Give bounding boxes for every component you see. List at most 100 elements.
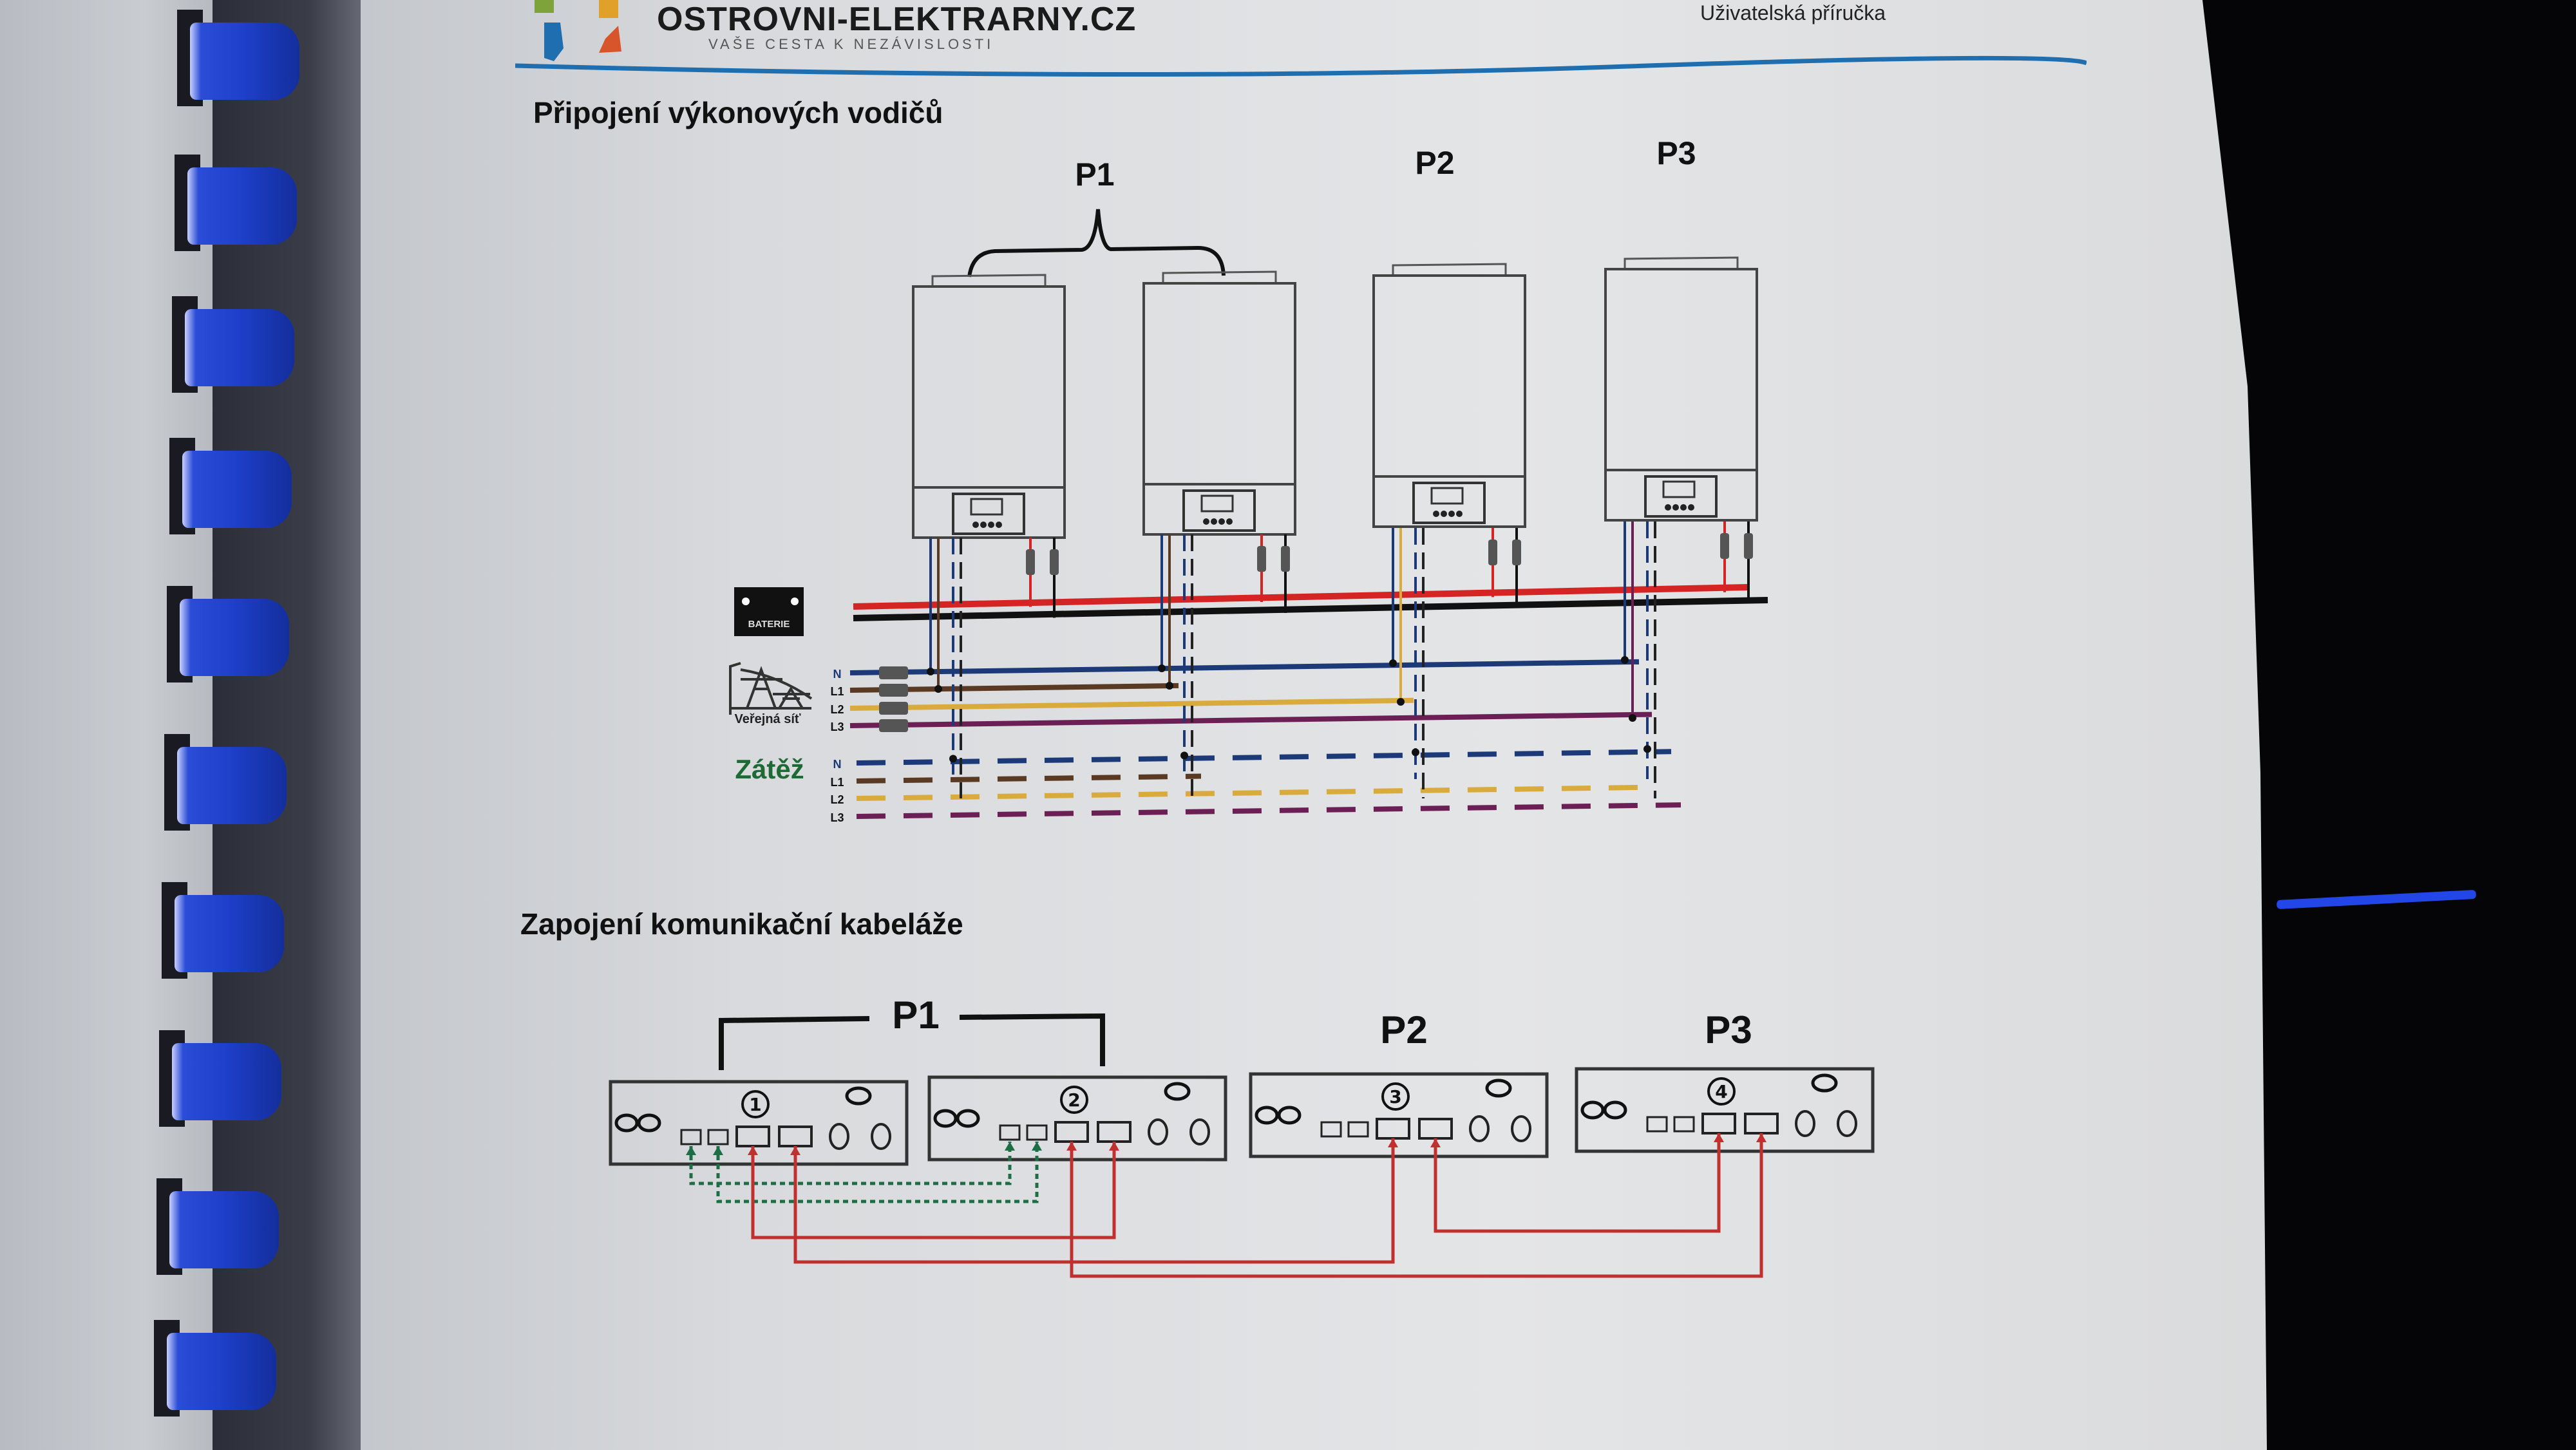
- unit-number-circle: [1707, 1077, 1736, 1106]
- panel-button: [1665, 504, 1671, 511]
- grid-line-label: L1: [830, 685, 844, 698]
- fuse-icon: [1720, 533, 1729, 559]
- arrow-head: [686, 1146, 696, 1155]
- port-circle: [845, 1086, 872, 1106]
- power-section-title: Připojení výkonových vodičů: [533, 96, 943, 129]
- junction-dot: [1412, 748, 1419, 757]
- parallel-cable: [689, 1142, 1012, 1185]
- parallel-port-icon: [1347, 1121, 1369, 1138]
- mounting-bracket: [1624, 256, 1739, 269]
- junction-dot: [1389, 659, 1397, 667]
- p1-brace: [967, 209, 1226, 278]
- phase-port-icon: [1744, 1113, 1779, 1135]
- junction-dot: [934, 685, 942, 693]
- battery-icon: BATERIE: [734, 587, 804, 636]
- parallel-cable: [716, 1142, 1039, 1203]
- comm-panel-unit: 4: [1575, 1067, 1875, 1153]
- load-line-label: N: [833, 758, 842, 771]
- terminal-circle: [1795, 1110, 1815, 1137]
- terminal-circle: [1148, 1118, 1168, 1145]
- control-panel: [1182, 489, 1256, 532]
- port-circle: [933, 1109, 958, 1128]
- unit-number-label: 4: [1715, 1081, 1727, 1102]
- terminal-circle: [1189, 1118, 1210, 1145]
- binding-ring: [164, 734, 293, 850]
- phase-port-icon: [1376, 1118, 1410, 1140]
- parallel-port-icon: [1673, 1116, 1695, 1133]
- fuse-icon: [1512, 540, 1521, 565]
- mounting-bracket: [1392, 263, 1507, 276]
- load-line-L1: [856, 773, 1202, 784]
- binding-ring: [156, 1178, 285, 1294]
- battery-negative-bus: [853, 597, 1768, 621]
- junction-dot: [949, 755, 957, 763]
- panel-button: [1680, 504, 1687, 511]
- phase-cable: [1070, 1133, 1763, 1278]
- power-group-label-p2: P2: [1415, 145, 1454, 181]
- parallel-port-icon: [1320, 1121, 1342, 1138]
- phase-port-icon: [1418, 1118, 1453, 1140]
- breaker-icon: [879, 666, 908, 679]
- phase-cable: [751, 1142, 1116, 1239]
- unit-number-label: 3: [1389, 1086, 1401, 1107]
- panel-button: [1672, 504, 1679, 511]
- unit-number-circle: [1060, 1086, 1088, 1114]
- logo-icon: [535, 0, 621, 61]
- display-screen: [1662, 480, 1696, 498]
- phase-port-icon: [1701, 1113, 1736, 1135]
- binding-ring: [177, 10, 306, 126]
- junction-dot: [1629, 714, 1636, 722]
- port-circle: [614, 1113, 639, 1133]
- panel-button: [1688, 504, 1694, 511]
- panel-button: [996, 522, 1002, 528]
- panel-button: [988, 522, 994, 528]
- arrow-head: [1388, 1138, 1398, 1147]
- comm-group-label-p1: P1: [892, 993, 939, 1037]
- binding-ring: [167, 586, 296, 702]
- comm-panel-outline: [1249, 1072, 1549, 1158]
- load-line-N: [856, 749, 1672, 766]
- panel-button: [1433, 511, 1439, 517]
- fuse-icon: [1488, 540, 1497, 565]
- panel-button: [972, 522, 979, 528]
- panel-button: [1203, 518, 1209, 525]
- parallel-port-icon: [1026, 1124, 1048, 1141]
- parallel-port-icon: [999, 1124, 1021, 1141]
- comm-panel-outline: [1575, 1067, 1875, 1153]
- junction-dot: [927, 668, 934, 675]
- fuse-icon: [1026, 549, 1035, 575]
- inverter-unit: [1372, 263, 1526, 528]
- terminal-circle: [1511, 1115, 1531, 1142]
- fuse-icon: [1050, 549, 1059, 575]
- inverter-body: [1372, 274, 1526, 528]
- binding-ring: [175, 155, 303, 270]
- grid-label: Veřejná síť: [735, 712, 801, 726]
- load-line-label: L2: [830, 793, 844, 806]
- junction-dot: [1643, 745, 1651, 753]
- display-screen: [1200, 494, 1234, 513]
- breaker-icon: [879, 684, 908, 697]
- arrow-head: [1032, 1142, 1042, 1151]
- arrow-head: [1066, 1142, 1077, 1151]
- junction-dot: [1621, 656, 1629, 664]
- breaker-icon: [879, 702, 908, 715]
- comm-panel-outline: [927, 1075, 1227, 1162]
- unit-number-circle: [741, 1090, 770, 1118]
- inverter-unit: [1142, 270, 1296, 536]
- port-circle: [1603, 1100, 1627, 1120]
- manual-page: [361, 0, 2267, 1450]
- arrow-head: [748, 1146, 758, 1155]
- unit-number-circle: [1381, 1082, 1410, 1111]
- phase-cable: [793, 1138, 1395, 1264]
- display-screen: [1430, 487, 1464, 505]
- terminal-circle: [871, 1123, 891, 1150]
- fuse-icon: [1257, 546, 1266, 572]
- grid-line-label: L2: [830, 703, 844, 716]
- arrow-head: [713, 1146, 723, 1155]
- binding-ring: [162, 882, 290, 998]
- panel-button: [1456, 511, 1463, 517]
- svg-text:BATERIE: BATERIE: [748, 619, 790, 630]
- load-line-label: L3: [830, 811, 844, 824]
- load-line-L2: [856, 784, 1656, 801]
